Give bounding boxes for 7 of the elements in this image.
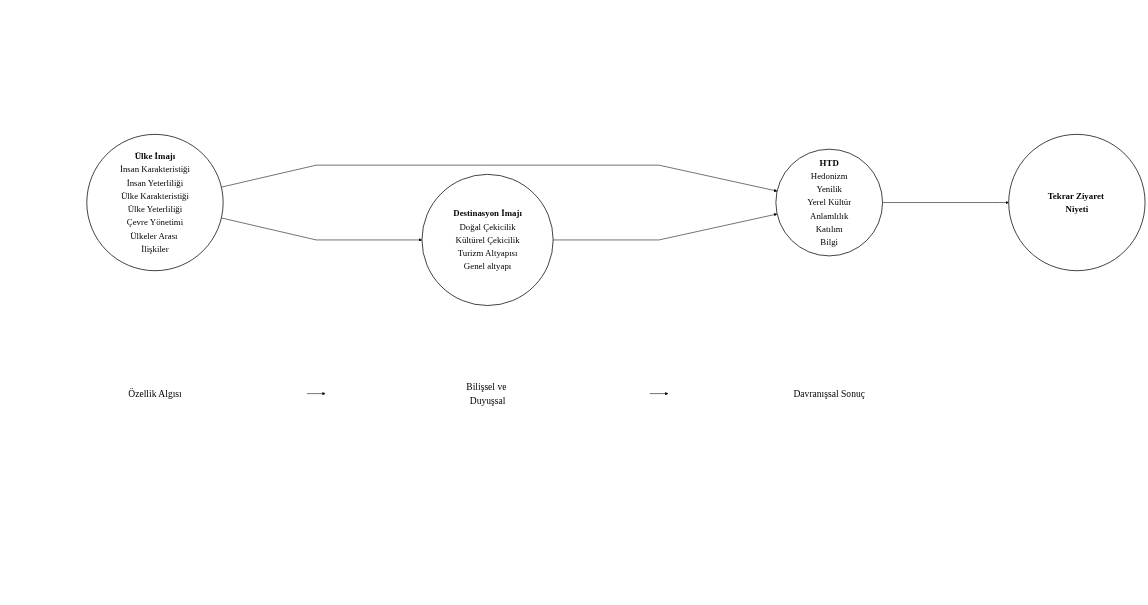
- node-circle: Destinasyon İmajı Doğal Çekicilik Kültürel Çekicilik Turizm Altyapısı Genel altyapı: [421, 174, 554, 306]
- node-text: Bilişsel ve Duyuşsal: [466, 381, 507, 407]
- node-text: Davranışsal Sonuç: [793, 388, 865, 399]
- node-circle: Tekrar Ziyaret Niyeti: [1008, 134, 1146, 272]
- node-circle: HTD Hedonizm Yenilik Yerel Kültür Anlamlılık Katılım Bilgi: [775, 148, 883, 257]
- node-text: Özellik Algısı: [128, 388, 182, 399]
- node-circle: Ülke İmajı İnsan Karakteristiği İnsan Yeterliliği Ülke Karakteristiği Ülke Yeterliliği Çevre Yönetimi Ülkeler Arası İlişkiler: [86, 134, 224, 272]
